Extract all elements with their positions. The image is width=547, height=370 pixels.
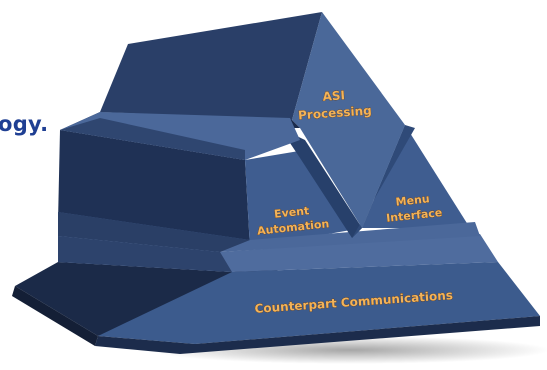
asi-label-line2: Processing	[298, 103, 373, 122]
base-ledge-shade	[58, 236, 232, 272]
groove-left	[280, 128, 362, 238]
base-left-edge	[12, 286, 98, 346]
menu-interface-face	[362, 125, 470, 228]
groove-right	[352, 125, 415, 238]
asi-processing-face	[292, 12, 405, 228]
heading-fragment: ogy.	[0, 112, 49, 136]
event-label-line1: Event	[273, 204, 309, 221]
event-automation-face	[245, 150, 362, 248]
menu-label-line1: Menu	[395, 192, 430, 208]
top-ledge-shade	[60, 118, 245, 160]
base-front-face	[98, 262, 540, 344]
middle-left-face	[58, 130, 250, 248]
top-left-face	[100, 12, 322, 120]
menu-label-line2: Interface	[386, 206, 443, 225]
base-bottom-edge	[95, 316, 540, 354]
asi-label-line1: ASI	[322, 88, 345, 104]
middle-ledge-shade	[58, 212, 250, 252]
